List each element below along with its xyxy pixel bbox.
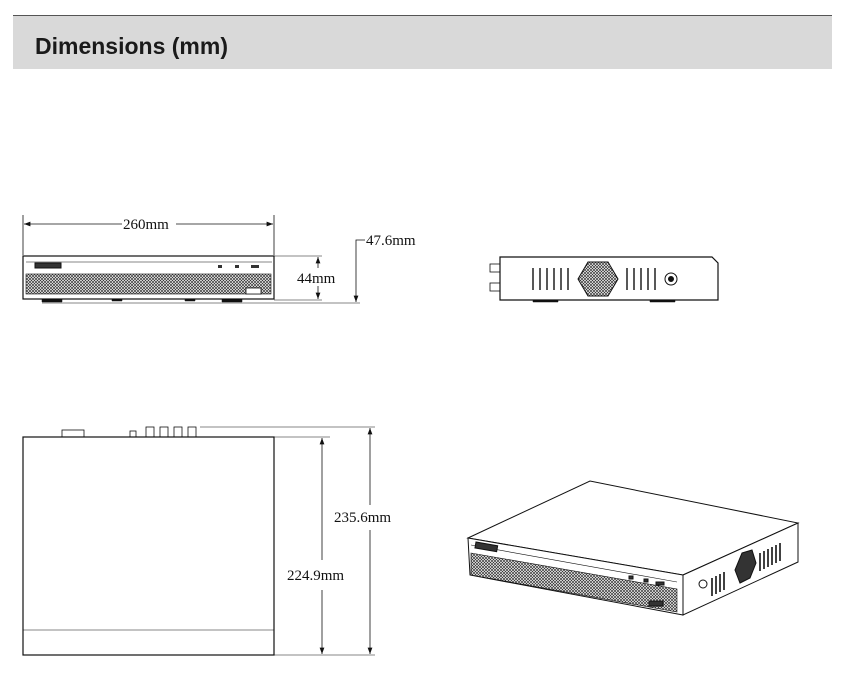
height-with-feet-label: 47.6mm (366, 233, 416, 249)
width-label: 260mm (123, 217, 169, 233)
depth-label: 224.9mm (287, 568, 344, 584)
top-view (22, 426, 375, 656)
side-view (489, 256, 719, 303)
depth-with-connectors-label: 235.6mm (334, 510, 391, 526)
front-view (22, 215, 365, 304)
isometric-view (466, 480, 800, 616)
section-header: Dimensions (mm) (13, 15, 832, 69)
height-label: 44mm (297, 271, 336, 287)
section-title: Dimensions (mm) (35, 33, 228, 59)
